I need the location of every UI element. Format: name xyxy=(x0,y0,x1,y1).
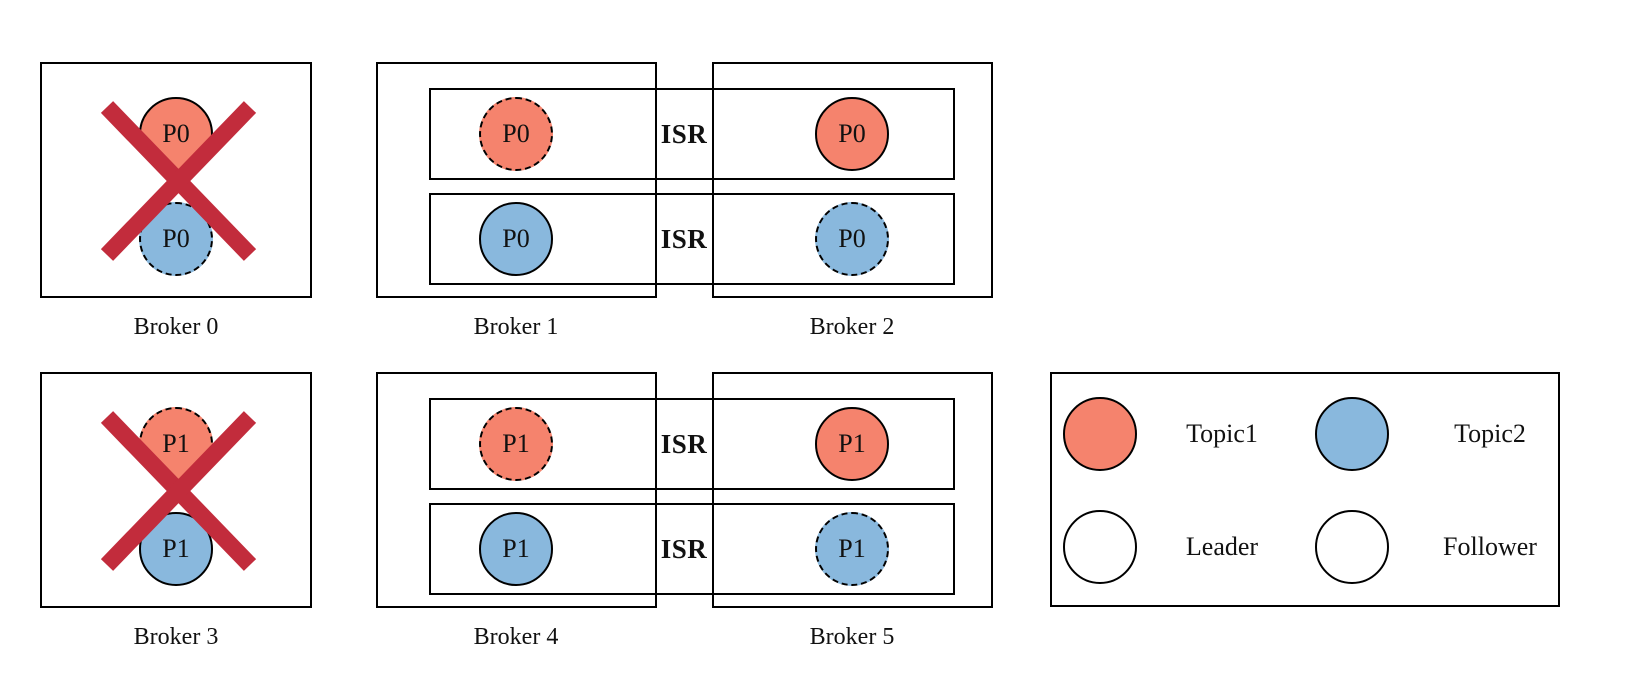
isr-label: ISR xyxy=(660,224,708,254)
broker-1-box xyxy=(376,62,657,298)
partition-broker2-topic1: P0 xyxy=(815,97,889,171)
legend-swatch-topic1 xyxy=(1063,397,1137,471)
isr-label: ISR xyxy=(660,429,708,459)
legend-label-topic1: Topic1 xyxy=(1186,419,1258,448)
partition-label: P1 xyxy=(838,534,866,563)
broker-3-box xyxy=(40,372,312,608)
legend-swatch-leader xyxy=(1063,510,1137,584)
broker-0-label: Broker 0 xyxy=(133,314,219,340)
partition-label: P0 xyxy=(162,119,190,148)
legend-label-leader: Leader xyxy=(1185,532,1259,561)
partition-broker1-topic2: P0 xyxy=(479,202,553,276)
legend-box: Topic1 Topic2 Leader Follower xyxy=(1050,372,1560,607)
partition-broker4-topic1: P1 xyxy=(479,407,553,481)
broker-2-box xyxy=(712,62,993,298)
legend-swatch-topic2 xyxy=(1315,397,1389,471)
partition-label: P0 xyxy=(838,224,866,253)
isr-band-p1-topic1 xyxy=(429,398,955,490)
broker-2-label: Broker 2 xyxy=(809,314,895,340)
partition-label: P1 xyxy=(162,534,190,563)
isr-band-p1-topic2 xyxy=(429,503,955,595)
broker-0-box xyxy=(40,62,312,298)
broker-3-label: Broker 3 xyxy=(133,624,219,650)
legend-swatch-follower xyxy=(1315,510,1389,584)
partition-broker5-topic1: P1 xyxy=(815,407,889,481)
partition-broker4-topic2: P1 xyxy=(479,512,553,586)
partition-broker5-topic2: P1 xyxy=(815,512,889,586)
partition-label: P1 xyxy=(162,429,190,458)
broker-5-box xyxy=(712,372,993,608)
broker-4-label: Broker 4 xyxy=(473,624,559,650)
partition-label: P0 xyxy=(162,224,190,253)
partition-broker0-topic1: P0 xyxy=(139,97,213,171)
partition-label: P0 xyxy=(838,119,866,148)
isr-label: ISR xyxy=(660,119,708,149)
partition-broker2-topic2: P0 xyxy=(815,202,889,276)
partition-label: P1 xyxy=(838,429,866,458)
partition-label: P1 xyxy=(502,429,530,458)
isr-band-p0-topic2 xyxy=(429,193,955,285)
broker-5-label: Broker 5 xyxy=(809,624,895,650)
partition-label: P1 xyxy=(502,534,530,563)
isr-band-p0-topic1 xyxy=(429,88,955,180)
legend-label-follower: Follower xyxy=(1443,532,1537,561)
failure-cross-icon xyxy=(100,411,257,571)
failure-cross-icon xyxy=(100,101,257,261)
partition-broker1-topic1: P0 xyxy=(479,97,553,171)
legend-label-topic2: Topic2 xyxy=(1454,419,1526,448)
broker-1-label: Broker 1 xyxy=(473,314,559,340)
partition-label: P0 xyxy=(502,224,530,253)
partition-label: P0 xyxy=(502,119,530,148)
isr-label: ISR xyxy=(660,534,708,564)
broker-4-box xyxy=(376,372,657,608)
